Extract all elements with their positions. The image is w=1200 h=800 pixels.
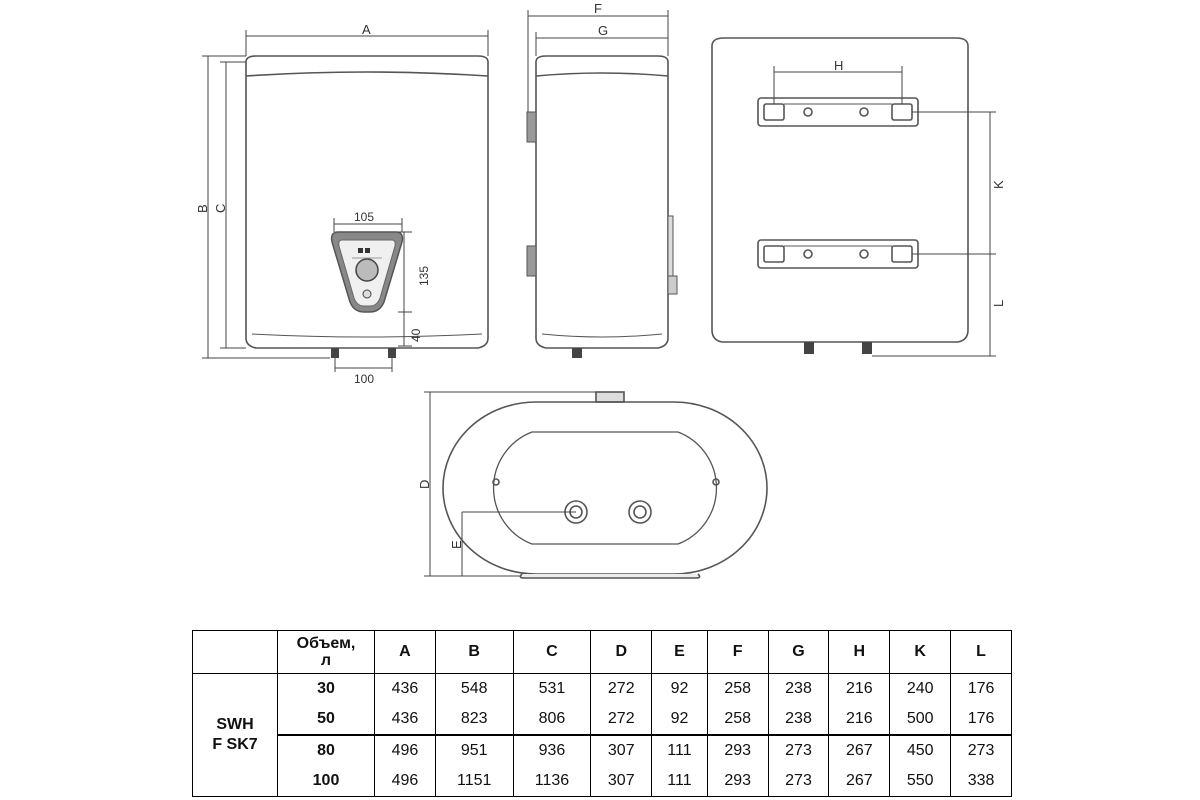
dim-label-40: 40	[409, 328, 423, 342]
value-cell: 267	[828, 766, 891, 797]
value-cell: 240	[889, 673, 952, 704]
volume-cell: 80	[277, 734, 375, 766]
value-cell: 273	[767, 734, 830, 766]
side-view-dimensions	[527, 10, 669, 112]
side-view	[526, 55, 678, 358]
column-header-d: D	[590, 630, 653, 674]
column-header-a: A	[374, 630, 436, 674]
value-cell: 293	[706, 734, 769, 766]
dim-label-l: L	[991, 300, 1006, 307]
dim-label-135: 135	[417, 266, 431, 286]
value-cell: 550	[889, 766, 952, 797]
value-cell: 806	[512, 704, 592, 736]
dim-label-g: G	[598, 23, 608, 38]
column-header-l: L	[950, 630, 1012, 674]
value-cell: 92	[651, 704, 708, 736]
value-cell: 951	[434, 734, 514, 766]
dim-label-f: F	[594, 1, 602, 16]
value-cell: 273	[767, 766, 830, 797]
value-cell: 238	[767, 673, 830, 704]
dim-label-a: A	[362, 22, 371, 37]
table-row: SWH F SK7 30 436 548 531 272 92 258 238 …	[192, 673, 1012, 797]
value-cell: 823	[434, 704, 514, 736]
value-cell: 258	[706, 704, 769, 736]
table-header-row: Объем, л A B C D E F G H K L	[192, 630, 1012, 674]
value-cell: 496	[374, 734, 436, 766]
value-cell: 111	[651, 734, 708, 766]
table-row: 100 496 1151 1136 307 111 293 273 267 55…	[193, 766, 1012, 797]
value-cell: 1136	[512, 766, 592, 797]
volume-cell: 30	[277, 673, 375, 704]
value-cell: 338	[950, 766, 1012, 797]
dim-label-e: E	[449, 540, 464, 549]
value-cell: 92	[651, 673, 708, 704]
dim-label-b: B	[195, 204, 210, 213]
bottom-view	[442, 391, 768, 579]
value-cell: 111	[651, 766, 708, 797]
value-cell: 936	[512, 734, 592, 766]
column-header-c: C	[512, 630, 592, 674]
volume-header-line2: л	[320, 652, 332, 669]
value-cell: 273	[950, 734, 1012, 766]
table-row: 80 496 951 936 307 111 293 273 267 450 2…	[193, 734, 1012, 766]
dim-label-105: 105	[354, 210, 374, 224]
value-cell: 272	[590, 704, 653, 736]
volume-header: Объем, л	[277, 630, 375, 674]
value-cell: 1151	[434, 766, 514, 797]
value-cell: 176	[950, 704, 1012, 736]
volume-cell: 100	[277, 766, 375, 797]
dim-label-c: C	[213, 204, 228, 213]
value-cell: 216	[828, 673, 891, 704]
column-header-b: B	[434, 630, 514, 674]
dim-label-d: D	[417, 480, 432, 489]
value-cell: 531	[512, 673, 592, 704]
column-header-f: F	[706, 630, 769, 674]
model-header-cell	[192, 630, 278, 674]
column-header-h: H	[828, 630, 891, 674]
dim-label-h: H	[834, 58, 843, 73]
column-header-e: E	[651, 630, 708, 674]
front-view	[245, 55, 489, 358]
volume-cell: 50	[277, 704, 375, 736]
value-cell: 436	[374, 704, 436, 736]
value-cell: 500	[889, 704, 952, 736]
model-line2: F SK7	[212, 736, 258, 753]
value-cell: 258	[706, 673, 769, 704]
back-view	[711, 37, 969, 354]
table-row: 50 436 823 806 272 92 258 238 216 500 17…	[193, 704, 1012, 736]
value-cell: 216	[828, 704, 891, 736]
spec-table: Объем, л A B C D E F G H K L SWH F SK7 3…	[192, 630, 1012, 797]
dim-label-100: 100	[354, 372, 374, 386]
front-view-dimensions	[202, 30, 489, 372]
model-line1: SWH	[216, 716, 254, 733]
bottom-view-dimensions	[424, 391, 596, 577]
volume-header-line1: Объем,	[296, 635, 356, 652]
technical-drawing: A B C 105 135 40 100 F G	[195, 1, 1006, 579]
value-cell: 293	[706, 766, 769, 797]
value-cell: 307	[590, 766, 653, 797]
value-cell: 450	[889, 734, 952, 766]
value-cell: 176	[950, 673, 1012, 704]
column-header-k: K	[889, 630, 952, 674]
back-view-dimensions	[773, 66, 996, 357]
value-cell: 272	[590, 673, 653, 704]
value-cell: 436	[374, 673, 436, 704]
model-cell: SWH F SK7	[192, 673, 278, 797]
column-header-g: G	[767, 630, 830, 674]
dim-label-k: K	[991, 180, 1006, 189]
value-cell: 267	[828, 734, 891, 766]
value-cell: 307	[590, 734, 653, 766]
value-cell: 496	[374, 766, 436, 797]
value-cell: 548	[434, 673, 514, 704]
value-cell: 238	[767, 704, 830, 736]
